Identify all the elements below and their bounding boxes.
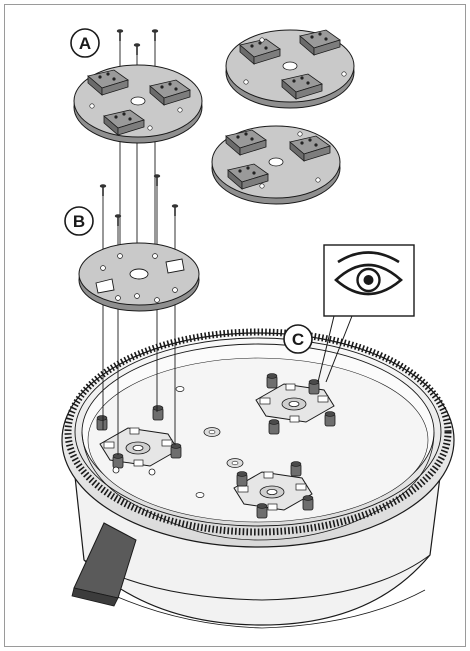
ring-gear (61, 328, 455, 548)
screws-b (99, 174, 179, 226)
callout-c: C (283, 324, 313, 354)
disc-variant-2 (211, 125, 341, 205)
callout-c-label: C (292, 330, 304, 349)
adapter-left (96, 405, 182, 476)
eye-icon (334, 251, 403, 296)
plate-b (78, 242, 200, 312)
callout-b-label: B (73, 212, 85, 231)
screws-a (116, 29, 159, 55)
callout-a-label: A (79, 34, 91, 53)
disc-variant-1 (225, 29, 355, 109)
view-indicator (317, 244, 415, 383)
disc-a (73, 64, 203, 144)
figure-frame (4, 4, 466, 647)
callout-b: B (64, 206, 94, 236)
callout-a: A (70, 28, 100, 58)
centre-fittings (175, 386, 244, 498)
